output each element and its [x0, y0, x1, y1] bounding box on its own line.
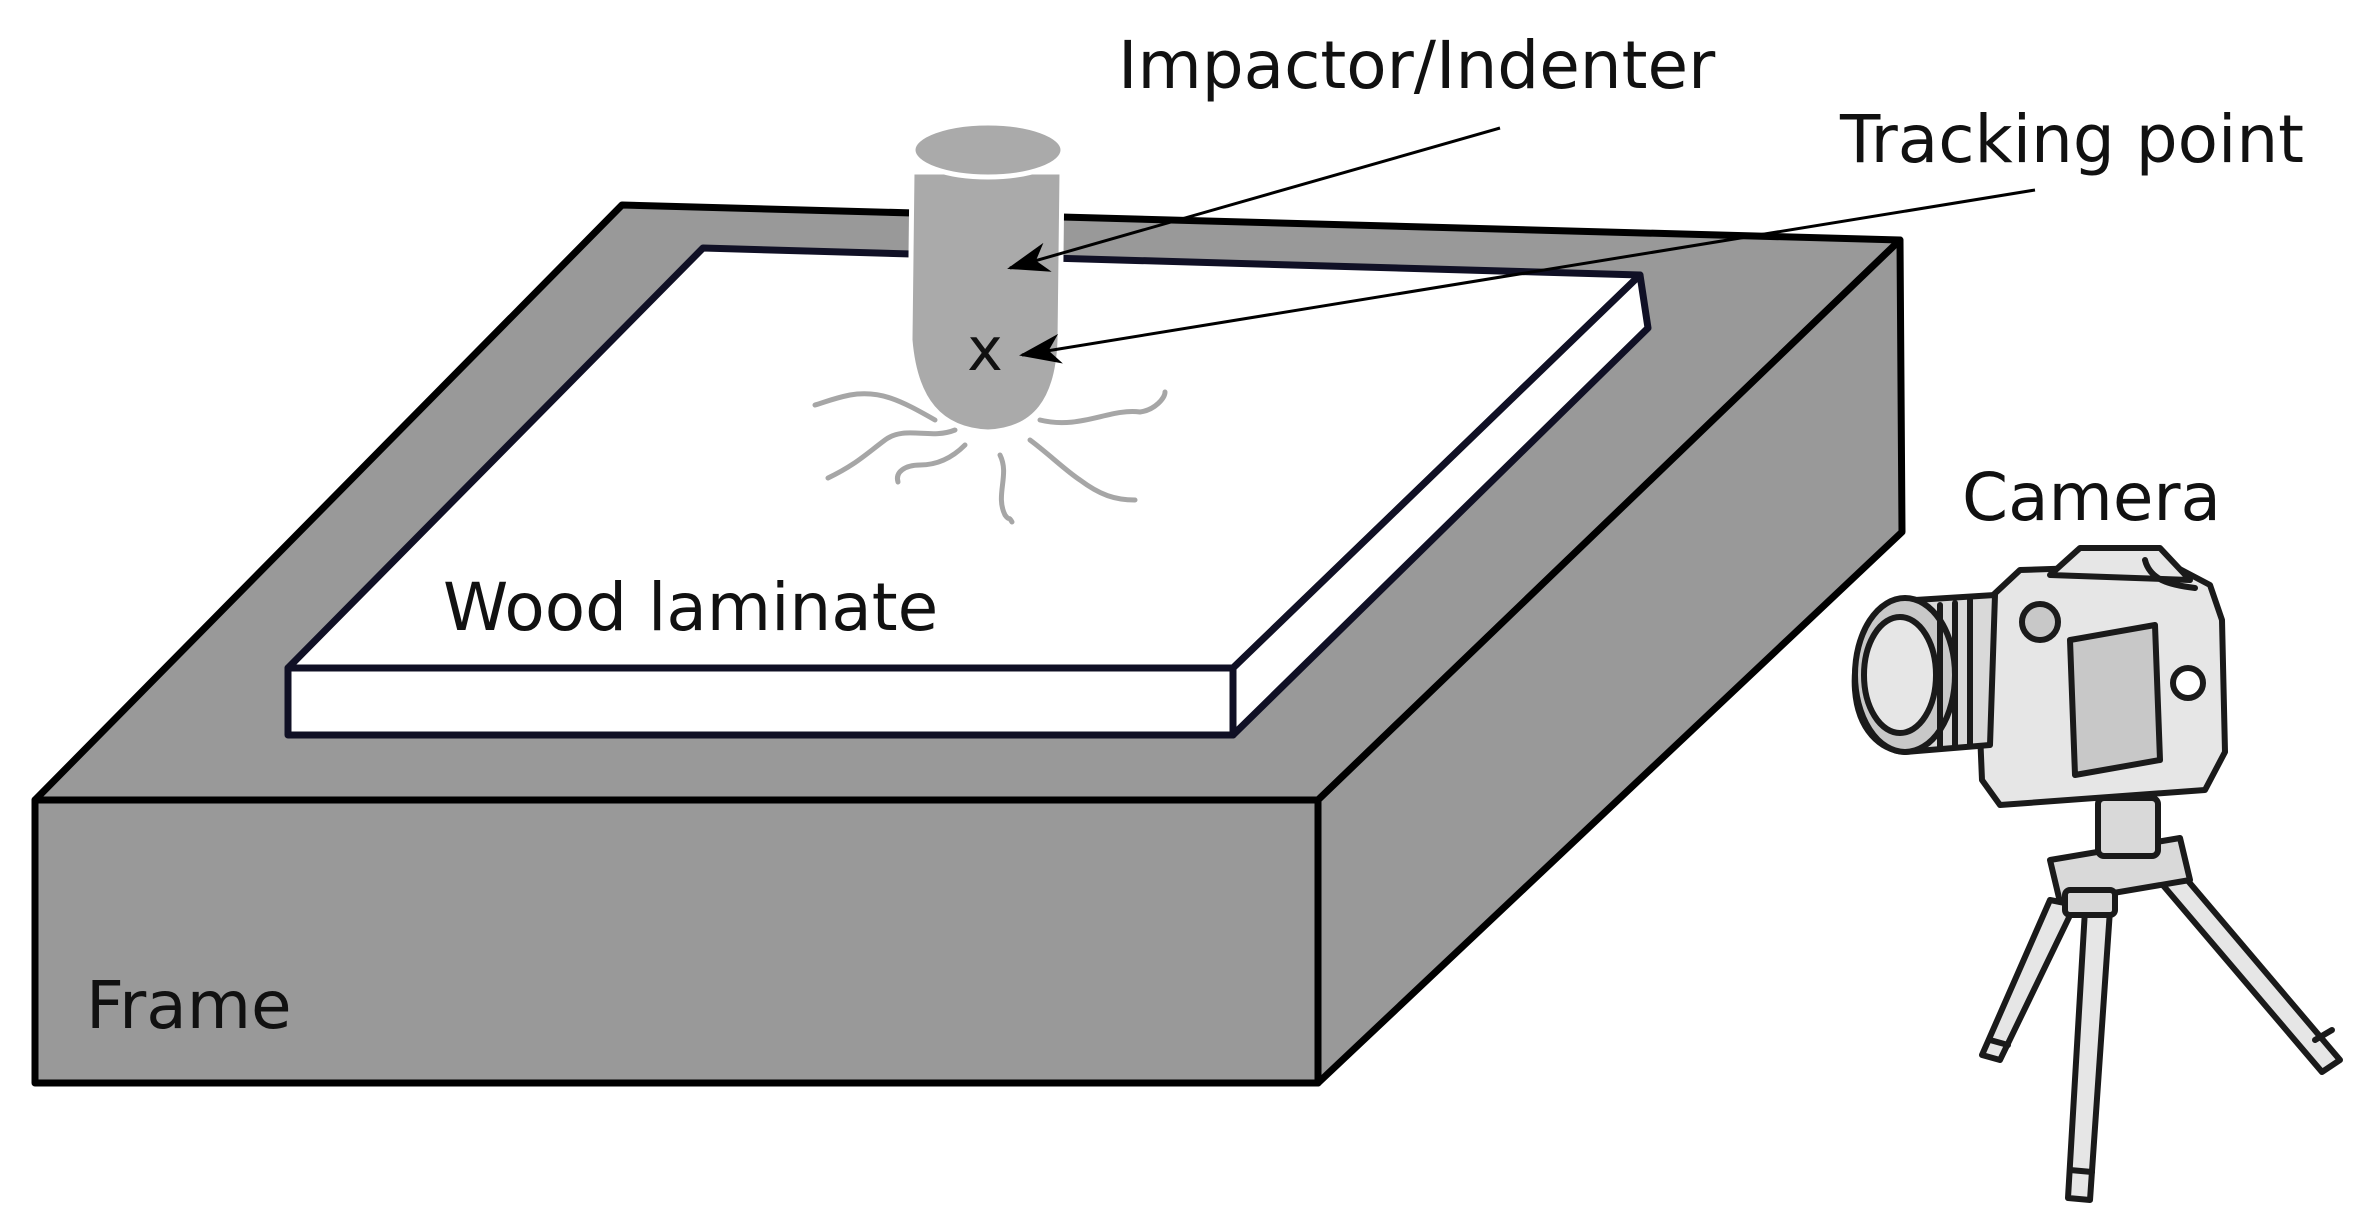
- frame-label: Frame: [86, 967, 292, 1044]
- camera-on-tripod-icon: [1851, 545, 2343, 1203]
- impactor: x: [907, 120, 1066, 435]
- tripod-leg-right: [2147, 859, 2343, 1075]
- camera-body: [1972, 545, 2228, 808]
- impactor-top: [910, 120, 1066, 180]
- crack-lines: [812, 389, 1168, 525]
- annotation-arrows: [1007, 126, 2036, 364]
- wood-laminate: [284, 244, 1652, 739]
- tracking-point-label: Tracking point: [1839, 101, 2304, 178]
- camera-label: Camera: [1962, 459, 2221, 536]
- crack-line: [1027, 437, 1138, 503]
- crack-line: [1037, 389, 1168, 426]
- laminate-right-edge: [1229, 271, 1652, 739]
- crack-line: [825, 427, 958, 481]
- crack-line: [812, 391, 938, 423]
- impactor-arrow: [1007, 126, 1501, 272]
- camera-screen: [2067, 622, 2163, 778]
- crack-line: [894, 442, 968, 485]
- tracking-point-mark: x: [967, 315, 1003, 385]
- labels: Impactor/Indenter Tracking point Camera …: [86, 27, 2304, 1044]
- frame-right-face: [1314, 236, 1906, 1087]
- tracking-point-arrow: [1019, 188, 2036, 364]
- tripod-leg-center: [2065, 907, 2113, 1203]
- tripod-legs: [1979, 859, 2343, 1203]
- laminate-front-edge: [284, 664, 1237, 739]
- impactor-label: Impactor/Indenter: [1118, 27, 1716, 104]
- camera-lens: [1851, 592, 1998, 755]
- impactor-body: [907, 169, 1065, 435]
- tripod-leg-left: [1979, 897, 2078, 1063]
- tripod-head: [2047, 795, 2193, 918]
- wood-laminate-label: Wood laminate: [443, 569, 938, 646]
- crack-line: [997, 452, 1015, 525]
